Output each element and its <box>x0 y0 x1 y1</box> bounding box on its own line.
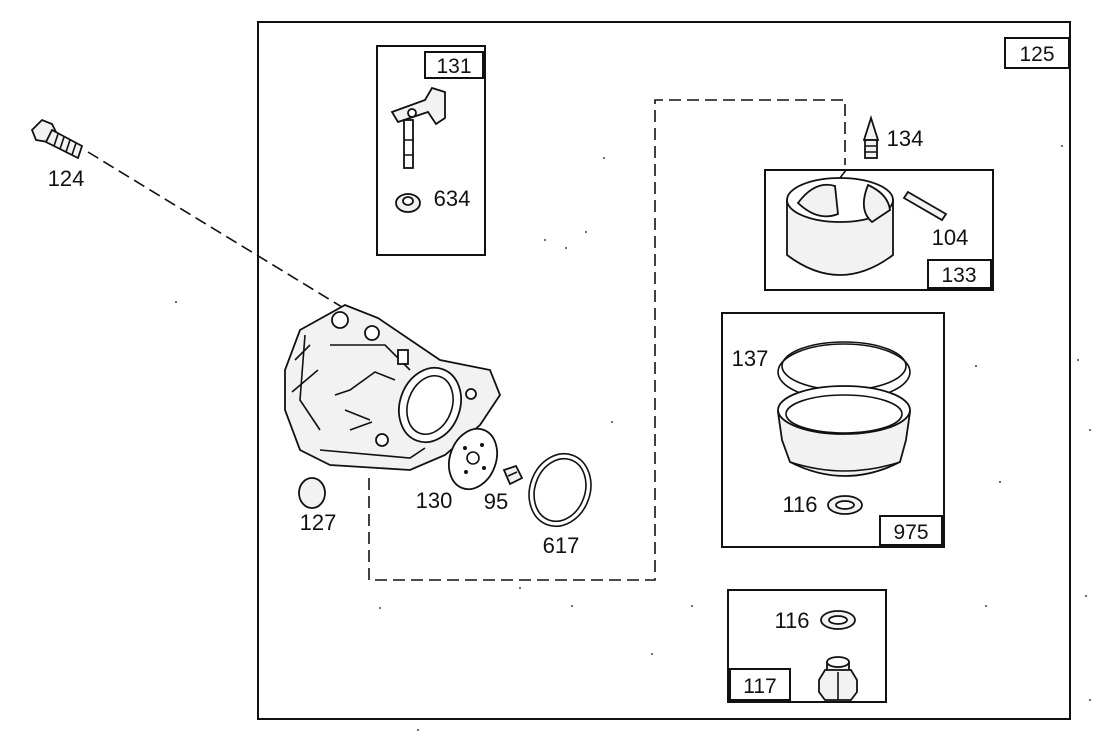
shaft-seal-part <box>395 193 421 213</box>
float-bowl-kit-number-label: 975 <box>893 521 928 544</box>
throttle-shaft-part <box>390 86 446 169</box>
plug-washer-label: 116 <box>774 608 809 633</box>
bowl-washer-part <box>827 495 863 515</box>
throttle-kit-frame <box>376 45 486 256</box>
assembly-frame <box>257 21 1071 720</box>
o-ring-part <box>528 452 592 528</box>
bowl-washer-label: 116 <box>782 492 817 517</box>
gasket-label: 130 <box>416 488 453 513</box>
carburetor-body-part <box>284 304 502 471</box>
shaft-label: 634 <box>434 186 471 211</box>
float-bowl-kit-frame <box>721 312 945 548</box>
bolt-leader-line <box>87 151 351 313</box>
bowl-gasket-label: 137 <box>732 346 769 371</box>
plug-washer-part <box>820 610 856 630</box>
needle-kit-number-label: 133 <box>941 264 976 287</box>
jet-label: 95 <box>484 489 508 514</box>
drain-plug-part <box>818 656 858 701</box>
welch-plug-label: 127 <box>300 510 337 535</box>
throttle-kit-number-label: 131 <box>436 55 471 78</box>
throttle-kit-number-box <box>424 51 484 79</box>
bolt-label: 124 <box>48 166 85 191</box>
plug-kit-frame <box>727 589 887 703</box>
needle-label: 134 <box>887 126 924 151</box>
o-ring-label: 617 <box>543 533 580 558</box>
plug-kit-number-label: 117 <box>743 675 776 698</box>
welch-plug-part <box>298 477 326 509</box>
float-bowl-kit-number-box <box>879 515 943 546</box>
float-bowl-part <box>776 385 912 477</box>
bowl-connection-line <box>368 99 846 581</box>
scan-noise <box>175 145 1091 731</box>
bolt-part <box>30 118 84 160</box>
pin-part <box>902 190 948 222</box>
assembly-number-label: 125 <box>1019 43 1054 66</box>
assembly-number-box <box>1004 37 1070 69</box>
plug-kit-number-box <box>729 668 791 701</box>
gasket-part <box>448 427 498 491</box>
needle-part <box>862 115 880 159</box>
pin-label: 104 <box>932 225 969 250</box>
float-part <box>786 169 894 276</box>
needle-kit-frame <box>764 169 994 291</box>
needle-kit-number-box <box>927 259 992 289</box>
jet-part <box>502 464 524 486</box>
